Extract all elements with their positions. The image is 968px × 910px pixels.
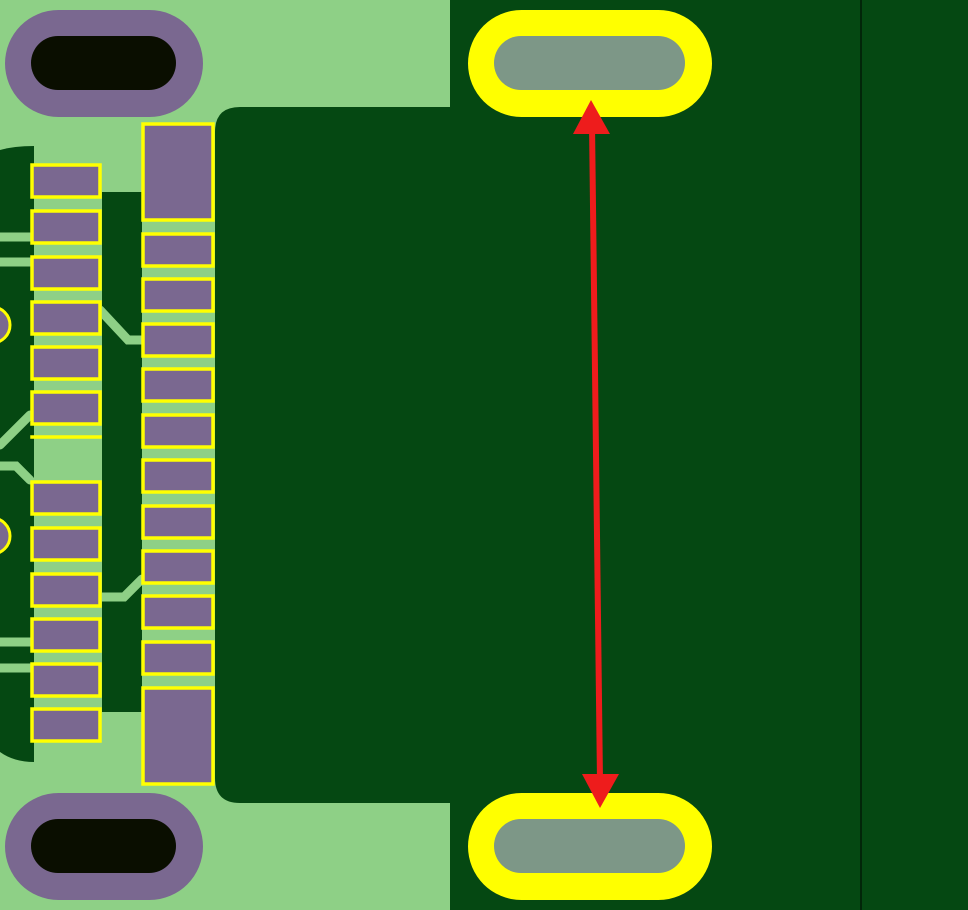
- smd-pad: [30, 480, 102, 516]
- smd-pad: [30, 662, 102, 698]
- trace: [95, 574, 147, 602]
- dimension-line: [589, 123, 603, 783]
- smd-pad: [30, 163, 102, 199]
- double-headed-arrow-icon: [573, 100, 619, 808]
- mounting-hole-shell-top-right: [468, 10, 712, 117]
- left-keepout: [0, 146, 34, 762]
- smd-pad: [141, 640, 215, 676]
- smd-pad: [30, 209, 102, 245]
- trace: [95, 305, 147, 345]
- right-pad-row: [141, 122, 215, 786]
- left-keepout-gap-upper: [0, 192, 30, 232]
- smd-pad: [141, 322, 215, 358]
- via-left-upper: [0, 307, 12, 343]
- smd-pad: [30, 345, 102, 381]
- smd-pad: [30, 300, 102, 336]
- component-courtyard: [102, 192, 142, 712]
- trace: [0, 410, 35, 450]
- hole-drill: [494, 36, 685, 90]
- smd-pad: [30, 526, 102, 562]
- smd-pad-large: [141, 122, 215, 222]
- smd-pad: [30, 617, 102, 653]
- mounting-hole-shell-top-left: [5, 10, 203, 117]
- arrowhead-top: [573, 100, 610, 134]
- mounting-hole-shell-bottom-right: [468, 793, 712, 900]
- mounting-hole-shell-bottom-left: [5, 793, 203, 900]
- smd-pad: [141, 549, 215, 585]
- smd-pad: [141, 277, 215, 313]
- left-pad-row: [30, 163, 102, 743]
- smd-pad: [141, 232, 215, 268]
- smd-pad: [141, 413, 215, 449]
- hole-drill: [494, 819, 685, 873]
- hole-drill: [31, 819, 176, 873]
- via-left-lower: [0, 518, 12, 554]
- smd-pad: [30, 255, 102, 291]
- smd-pad: [30, 572, 102, 608]
- smd-pad: [141, 458, 215, 494]
- smd-pad: [141, 594, 215, 630]
- trace: [0, 461, 35, 485]
- smd-pad: [30, 707, 102, 743]
- smd-pad: [30, 390, 102, 426]
- smd-pad: [141, 367, 215, 403]
- arrowhead-bottom: [582, 774, 619, 808]
- traces: [0, 232, 147, 673]
- smd-pad-large: [141, 686, 215, 786]
- hole-drill: [31, 36, 176, 90]
- smd-pad: [141, 504, 215, 540]
